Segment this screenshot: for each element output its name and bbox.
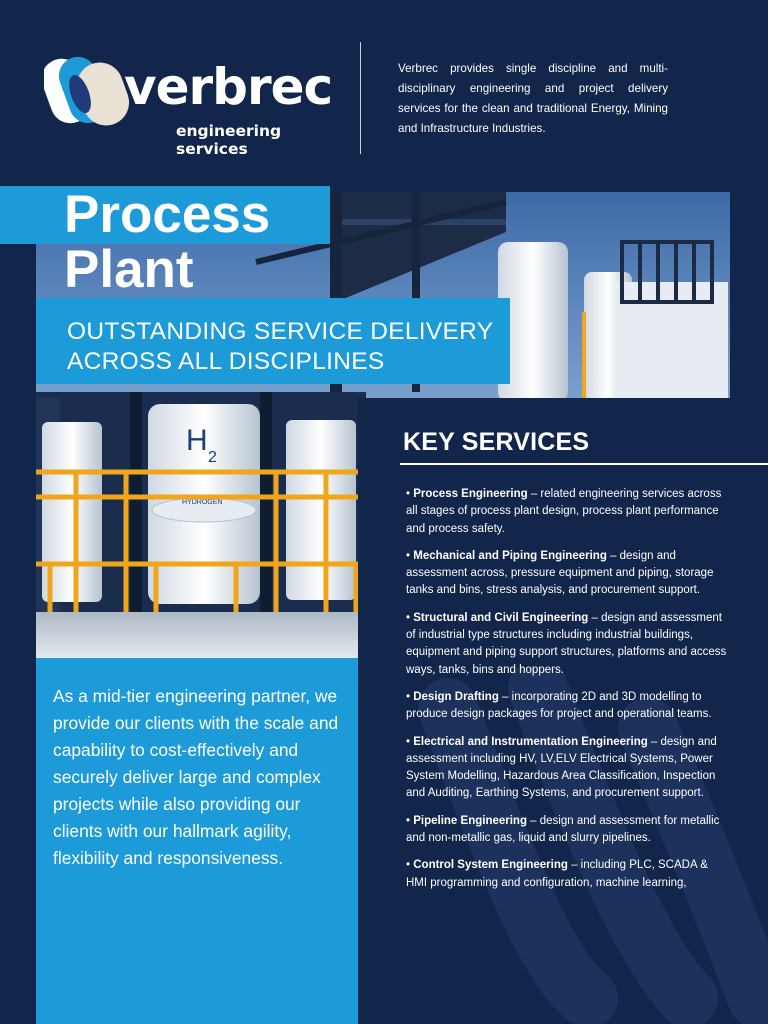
bullet: • bbox=[406, 814, 411, 827]
mid-tier-paragraph: As a mid-tier engineering partner, we pr… bbox=[53, 686, 339, 868]
service-name: Design Drafting bbox=[413, 690, 499, 703]
service-desc: – design and assessment across, pressure… bbox=[406, 549, 714, 597]
intro-paragraph: Verbrec provides single discipline and m… bbox=[398, 62, 668, 135]
mid-tier-panel bbox=[36, 658, 358, 1024]
service-name: Structural and Civil Engineering bbox=[413, 611, 589, 624]
bullet: • bbox=[406, 549, 411, 562]
service-desc: – including PLC, SCADA & HMI programming… bbox=[406, 859, 708, 889]
tank-h2-subscript: 2 bbox=[208, 449, 217, 466]
service-desc: – related engineering services across al… bbox=[406, 488, 722, 535]
title-line-1: Process bbox=[64, 185, 271, 244]
list-item: • Structural and Civil Engineering – des… bbox=[406, 610, 728, 679]
header-divider bbox=[360, 42, 361, 154]
bullet: • bbox=[406, 690, 411, 703]
list-item: • Process Engineering – related engineer… bbox=[406, 486, 728, 538]
subtitle-line-2: ACROSS ALL DISCIPLINES bbox=[67, 348, 385, 375]
title-line-2: Plant bbox=[64, 240, 194, 299]
verbrec-logo: verbrec engineering services bbox=[40, 48, 340, 158]
service-name: Electrical and Instrumentation Engineeri… bbox=[413, 735, 648, 748]
title-band bbox=[0, 186, 330, 244]
key-services-panel bbox=[358, 398, 768, 1024]
service-name: Process Engineering bbox=[413, 488, 528, 500]
verbrec-watermark-icon bbox=[418, 668, 768, 1024]
service-desc: – design and assessment of industrial ty… bbox=[406, 611, 727, 676]
key-services-title: KEY SERVICES bbox=[403, 428, 590, 456]
bullet: • bbox=[406, 611, 411, 624]
bullet: • bbox=[406, 859, 411, 872]
list-item: • Electrical and Instrumentation Enginee… bbox=[406, 734, 728, 803]
subtitle: OUTSTANDING SERVICE DELIVERY ACROSS ALL … bbox=[67, 317, 507, 377]
verbrec-logo-mark-icon bbox=[44, 56, 130, 126]
subtitle-band bbox=[36, 298, 510, 384]
list-item: • Mechanical and Piping Engineering – de… bbox=[406, 548, 728, 600]
key-services-list: • Process Engineering – related engineer… bbox=[406, 486, 728, 902]
service-desc: – design and assessment for metallic and… bbox=[406, 814, 720, 845]
bullet: • bbox=[406, 735, 411, 748]
key-services-rule bbox=[400, 463, 768, 465]
bullet: • bbox=[406, 488, 411, 500]
page-title: Process Plant bbox=[64, 187, 270, 297]
tank-badge: HYDROGEN bbox=[182, 499, 222, 506]
service-name: Pipeline Engineering bbox=[413, 814, 527, 827]
logo-wordmark: verbrec bbox=[124, 58, 333, 116]
list-item: • Control System Engineering – including… bbox=[406, 857, 728, 892]
service-name: Mechanical and Piping Engineering bbox=[413, 549, 607, 562]
tank-h2-label: H bbox=[186, 424, 208, 457]
service-name: Control System Engineering bbox=[413, 859, 568, 872]
logo-tagline: engineering services bbox=[176, 122, 282, 158]
service-desc: – incorporating 2D and 3D modelling to p… bbox=[406, 690, 712, 721]
list-item: • Design Drafting – incorporating 2D and… bbox=[406, 689, 728, 724]
list-item: • Pipeline Engineering – design and asse… bbox=[406, 813, 728, 848]
service-desc: – design and assessment including HV, LV… bbox=[406, 735, 717, 800]
subtitle-line-1: OUTSTANDING SERVICE DELIVERY bbox=[67, 318, 494, 345]
